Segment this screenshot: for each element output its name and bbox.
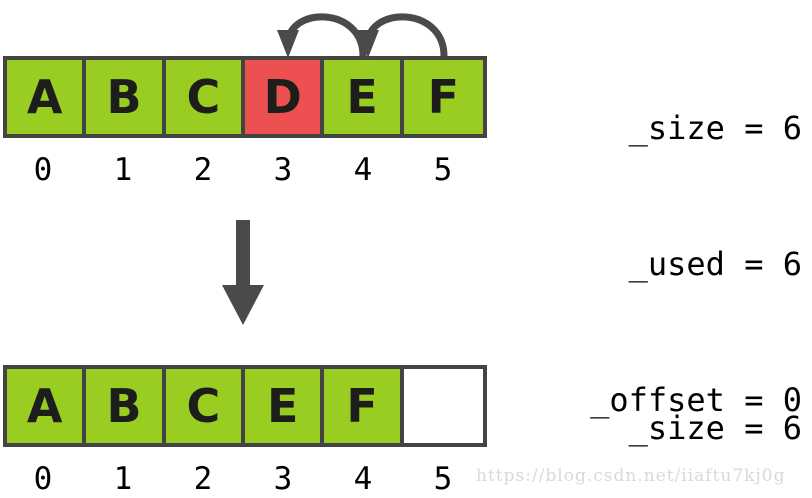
index-label-1-after: 1: [113, 461, 133, 497]
index-label-0-before: 0: [33, 152, 53, 188]
down-arrow: [222, 220, 264, 325]
array-cell-1-after: B: [86, 369, 166, 443]
array-cell-2-before: C: [165, 60, 246, 134]
array-cell-3-after: E: [245, 369, 325, 443]
array-cell-5-after-empty: [403, 369, 484, 443]
index-label-3-after: 3: [273, 461, 293, 497]
array-cell-5-before: F: [403, 60, 484, 134]
index-label-2-after: 2: [193, 461, 213, 497]
index-label-4-before: 4: [353, 152, 373, 188]
array-cell-4-before: E: [324, 60, 404, 134]
array-cell-1-before: B: [86, 60, 166, 134]
shift-arrow-f-to-e: [357, 13, 448, 58]
index-label-5-after: 5: [433, 461, 453, 497]
array-cell-0-after: A: [7, 369, 87, 443]
index-label-5-before: 5: [433, 152, 453, 188]
field-used-before: _used = 6: [628, 245, 802, 284]
field-offset-before: _offset = 0: [590, 381, 802, 420]
index-label-4-after: 4: [353, 461, 373, 497]
index-row-before: 0 1 2 3 4 5: [3, 155, 487, 186]
array-after: A B C E F: [3, 365, 487, 447]
fields-after: _size = 6 _used = 5 _offset = 0: [590, 322, 802, 498]
array-before: A B C D E F: [3, 56, 487, 138]
index-label-2-before: 2: [193, 152, 213, 188]
shift-arrow-e-to-d: [277, 13, 367, 58]
index-row-after: 0 1 2 3 4 5: [3, 464, 487, 495]
array-cell-4-after: F: [324, 369, 404, 443]
field-size-after: _size = 6: [628, 409, 802, 447]
array-cell-0-before: A: [7, 60, 87, 134]
fields-before: _size = 6 _used = 6 _offset = 0: [590, 22, 802, 498]
array-cell-2-after: C: [165, 369, 246, 443]
field-size-before: _size = 6: [628, 109, 802, 147]
array-cell-3-before-removed: D: [245, 60, 325, 134]
index-label-1-before: 1: [113, 152, 133, 188]
watermark: https://blog.csdn.net/iiaftu7kj0g: [476, 466, 786, 486]
index-label-0-after: 0: [33, 461, 53, 497]
index-label-3-before: 3: [273, 152, 293, 188]
